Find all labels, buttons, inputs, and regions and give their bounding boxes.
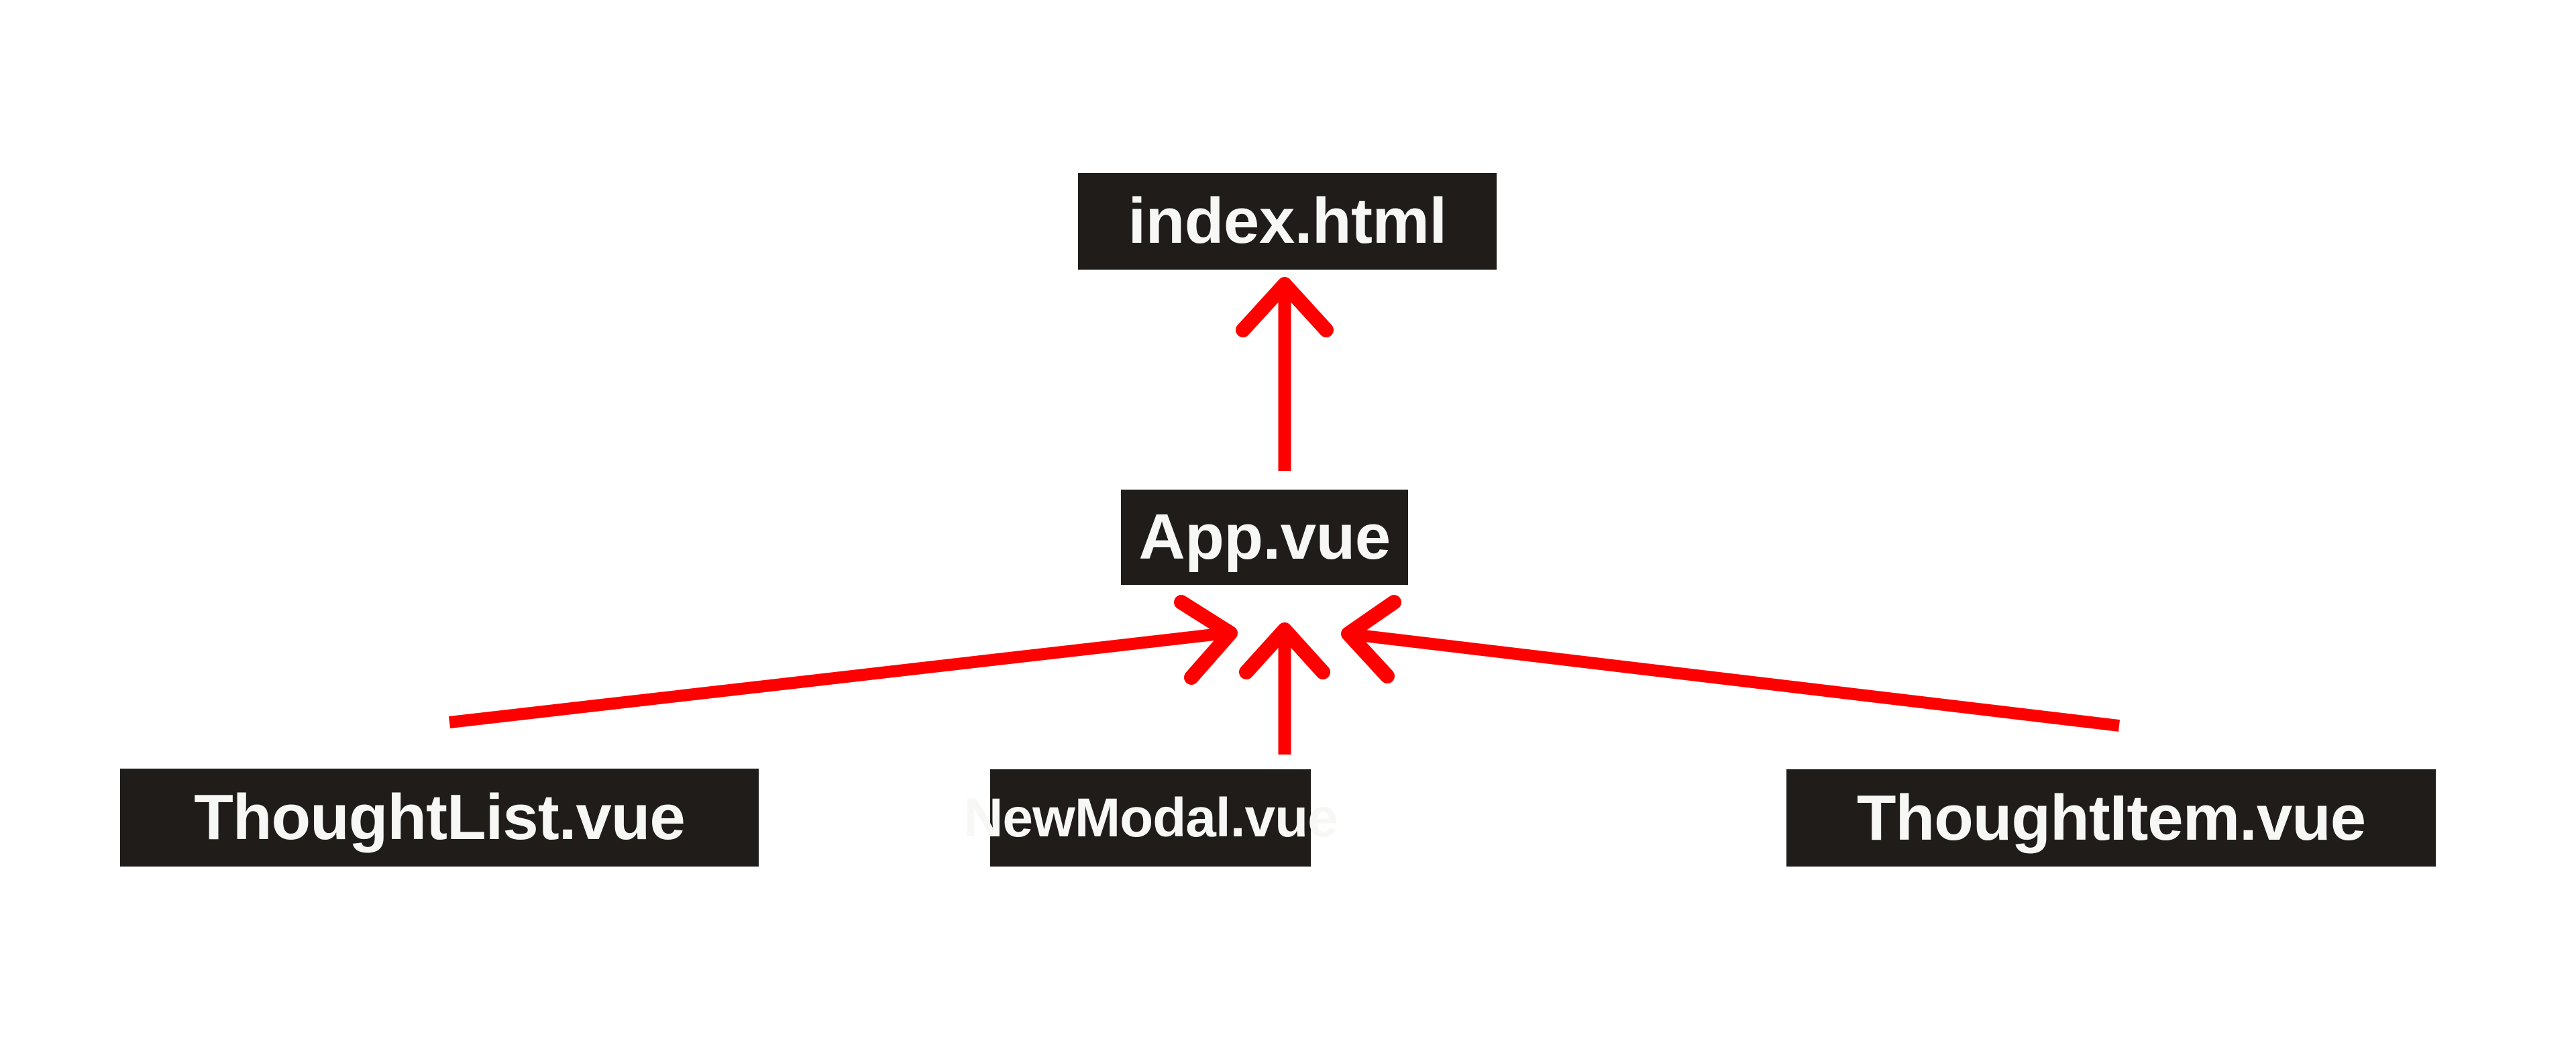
node-thoughtlist-vue[interactable]: ThoughtList.vue [120, 769, 759, 867]
node-app-vue[interactable]: App.vue [1121, 490, 1408, 585]
node-newmodal-vue[interactable]: NewModal.vue [963, 769, 1338, 867]
edge-thoughtitem-to-app [1341, 595, 2121, 732]
edge-newmodal-to-app [1239, 622, 1330, 755]
node-index-html[interactable]: index.html [1078, 173, 1497, 270]
edge-app-to-index [1236, 277, 1334, 471]
edge-thoughtlist-to-app [448, 595, 1238, 728]
node-thoughtitem-vue[interactable]: ThoughtItem.vue [1786, 769, 2436, 867]
